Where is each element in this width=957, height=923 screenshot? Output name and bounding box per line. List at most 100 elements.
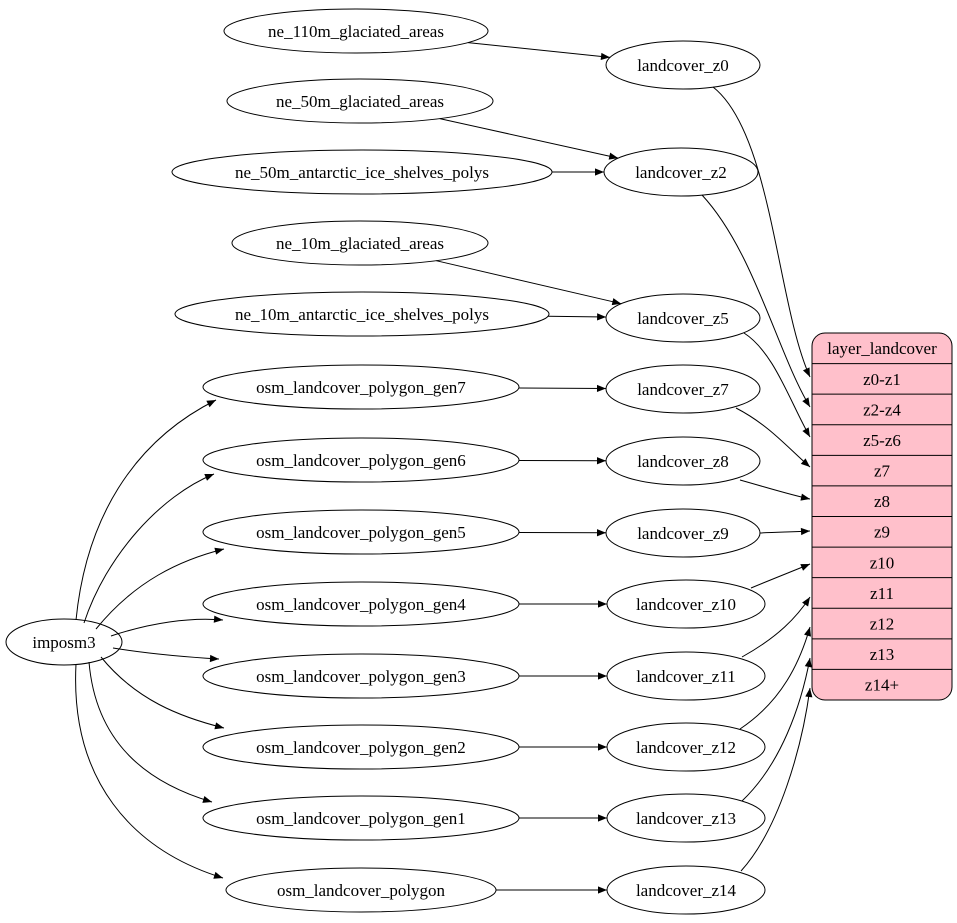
edge-landcover_z2-to-layer_landcover-z2-z4 [701,194,811,408]
node-osm_landcover_polygon_gen4: osm_landcover_polygon_gen4 [202,581,520,627]
node-landcover_z8: landcover_z8 [605,436,761,486]
node-ellipse [226,78,494,124]
node-osm_landcover_polygon_gen5: osm_landcover_polygon_gen5 [202,509,520,555]
edge-landcover_z0-to-layer_landcover-z0-z1 [712,86,811,378]
node-label: osm_landcover_polygon_gen4 [256,595,466,614]
node-landcover_z9: landcover_z9 [605,508,761,558]
edge-landcover_z11-to-layer_landcover-z11 [741,596,811,658]
table-row: z14+ [865,676,899,695]
table-row: z9 [874,523,890,542]
node-label: osm_landcover_polygon_gen1 [256,809,466,828]
node-label: landcover_z9 [637,524,729,543]
node-ellipse [5,618,123,666]
node-label: landcover_z12 [636,738,736,757]
node-ellipse [174,291,550,337]
graph-edges [75,42,813,894]
node-osm_landcover_polygon: osm_landcover_polygon [225,867,497,913]
node-landcover_z10: landcover_z10 [606,579,766,629]
node-label: ne_110m_glaciated_areas [268,22,444,41]
edge-imposm3-to-osm_landcover_polygon_gen6 [83,473,215,624]
node-label: landcover_z0 [637,56,729,75]
table-title: layer_landcover [827,339,937,358]
edge-landcover_z5-to-layer_landcover-z5-z6 [743,332,811,438]
node-ne_50m_antarctic_ice_shelves_polys: ne_50m_antarctic_ice_shelves_polys [171,149,553,195]
edge-imposm3-to-osm_landcover_polygon_gen2 [100,656,225,730]
edge-ne_10m_glaciated_areas-to-landcover_z5 [436,260,622,306]
table-layer_landcover: layer_landcover z0-z1 z2-z4 z5-z6 z7 z8 z9 z10 z… [811,332,953,701]
node-landcover_z13: landcover_z13 [606,793,766,843]
node-label: landcover_z2 [635,163,727,182]
table-row: z5-z6 [863,431,901,450]
node-ellipse [223,8,489,54]
node-label: ne_50m_glaciated_areas [276,92,444,111]
node-label: osm_landcover_polygon_gen6 [256,451,466,470]
node-landcover_z14: landcover_z14 [606,865,766,915]
node-label: osm_landcover_polygon_gen2 [256,738,466,757]
edge-landcover_z9-to-layer_landcover-z9 [759,527,811,536]
node-label: landcover_z11 [636,667,735,686]
node-osm_landcover_polygon_gen1: osm_landcover_polygon_gen1 [202,795,520,841]
table-row: z13 [870,645,895,664]
table-row: z10 [870,553,895,572]
node-landcover_z7: landcover_z7 [605,364,761,414]
node-ellipse [202,437,520,483]
edge-imposm3-to-osm_landcover_polygon [75,663,224,879]
table-row: z0-z1 [863,370,901,389]
edge-ne_110m_glaciated_areas-to-landcover_z0 [467,42,611,61]
node-ellipse [202,364,520,410]
node-osm_landcover_polygon_gen6: osm_landcover_polygon_gen6 [202,437,520,483]
node-landcover_z12: landcover_z12 [606,722,766,772]
node-label: landcover_z14 [636,881,737,900]
node-landcover_z0: landcover_z0 [605,40,761,90]
node-label: osm_landcover_polygon_gen5 [256,523,466,542]
node-label: landcover_z5 [637,309,729,328]
node-ellipse [231,220,489,266]
edge-osm_landcover_polygon_gen7-to-landcover_z7 [518,384,607,393]
edge-ne_10m_antarctic_ice_shelves_polys-to-landcover_z5 [547,313,607,321]
table-row: z11 [870,584,894,603]
node-landcover_z5: landcover_z5 [605,293,761,343]
node-osm_landcover_polygon_gen7: osm_landcover_polygon_gen7 [202,364,520,410]
edge-imposm3-to-osm_landcover_polygon_gen7 [75,399,217,621]
edge-imposm3-to-osm_landcover_polygon_gen5 [95,547,225,630]
graph-nodes: imposm3 ne_110m_glaciated_areas ne_50m_gla… [5,8,766,915]
table-row: z8 [874,492,890,511]
node-landcover_z2: landcover_z2 [603,147,759,197]
node-label: landcover_z13 [636,809,736,828]
node-ne_10m_antarctic_ice_shelves_polys: ne_10m_antarctic_ice_shelves_polys [174,291,550,337]
edge-landcover_z7-to-layer_landcover-z7 [735,407,811,468]
edge-landcover_z10-to-layer_landcover-z10 [750,563,811,589]
node-imposm3: imposm3 [5,618,123,666]
node-osm_landcover_polygon_gen2: osm_landcover_polygon_gen2 [202,724,520,770]
edge-landcover_z8-to-layer_landcover-z8 [739,479,811,501]
node-ne_10m_glaciated_areas: ne_10m_glaciated_areas [231,220,489,266]
node-label: landcover_z10 [636,595,736,614]
node-label: ne_10m_glaciated_areas [276,234,444,253]
edge-landcover_z14-to-layer_landcover-z14+ [740,687,813,872]
node-label: ne_50m_antarctic_ice_shelves_polys [235,163,489,182]
node-label: osm_landcover_polygon_gen3 [256,667,466,686]
node-ellipse [202,509,520,555]
table-row: z12 [870,614,895,633]
node-ellipse [605,40,761,90]
node-ne_110m_glaciated_areas: ne_110m_glaciated_areas [223,8,489,54]
node-label: landcover_z8 [637,452,729,471]
node-label: imposm3 [32,633,95,652]
node-label: osm_landcover_polygon [277,881,446,900]
table-row: z7 [874,462,891,481]
edge-imposm3-to-osm_landcover_polygon_gen4 [110,615,224,637]
node-ne_50m_glaciated_areas: ne_50m_glaciated_areas [226,78,494,124]
edge-ne_50m_glaciated_areas-to-landcover_z2 [439,118,619,160]
node-label: osm_landcover_polygon_gen7 [256,378,466,397]
edge-imposm3-to-osm_landcover_polygon_gen1 [88,661,213,803]
edge-imposm3-to-osm_landcover_polygon_gen3 [112,647,220,663]
node-label: landcover_z7 [637,380,729,399]
node-landcover_z11: landcover_z11 [606,651,766,701]
edge-landcover_z12-to-layer_landcover-z12 [739,626,811,730]
table-row: z2-z4 [863,400,901,419]
node-ellipse [605,364,761,414]
node-label: ne_10m_antarctic_ice_shelves_polys [235,305,489,324]
node-osm_landcover_polygon_gen3: osm_landcover_polygon_gen3 [202,653,520,699]
